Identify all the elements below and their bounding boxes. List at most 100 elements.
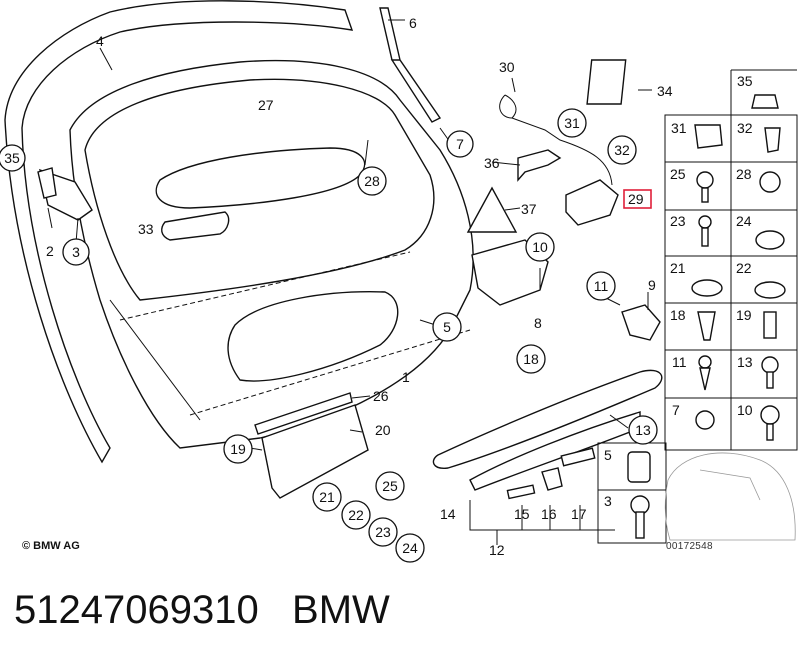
svg-text:24: 24 xyxy=(402,540,418,556)
grid-labels: 35 31 32 25 28 23 24 21 22 18 19 11 13 7… xyxy=(604,73,753,509)
callout-21: 21 xyxy=(312,482,342,512)
callout-31: 31 xyxy=(557,108,587,138)
callout-32: 32 xyxy=(607,135,637,165)
clip-16 xyxy=(541,467,563,491)
callout-27: 27 xyxy=(258,97,274,113)
handle-strip xyxy=(432,369,663,469)
bracket-33 xyxy=(161,211,230,241)
svg-text:2: 2 xyxy=(46,243,54,259)
callout-19: 19 xyxy=(223,434,253,464)
svg-text:37: 37 xyxy=(521,201,537,217)
plate-strip xyxy=(254,392,353,435)
svg-text:10: 10 xyxy=(532,239,548,255)
plate-recess xyxy=(227,291,399,382)
svg-text:23: 23 xyxy=(670,213,686,229)
svg-text:18: 18 xyxy=(670,307,686,323)
module-29 xyxy=(565,179,619,226)
parts-diagram: 35 3 33 27 28 7 31 32 10 11 5 18 13 19 2… xyxy=(0,0,798,563)
svg-text:25: 25 xyxy=(382,478,398,494)
gas-strut xyxy=(379,7,442,123)
hinge-screw xyxy=(37,167,57,199)
svg-text:22: 22 xyxy=(348,507,364,523)
svg-text:5: 5 xyxy=(604,447,612,463)
warning-triangle-37 xyxy=(466,186,518,233)
car-silhouette xyxy=(664,452,796,541)
svg-text:4: 4 xyxy=(96,33,104,49)
callouts: 35 3 33 27 28 7 31 32 10 11 5 18 13 19 2… xyxy=(0,97,658,563)
svg-text:8: 8 xyxy=(534,315,542,331)
copyright-notice: © BMW AG xyxy=(22,540,80,552)
callout-22: 22 xyxy=(341,500,371,530)
callout-35: 35 xyxy=(0,144,26,172)
svg-text:36: 36 xyxy=(484,155,500,171)
svg-text:13: 13 xyxy=(635,422,651,438)
svg-text:31: 31 xyxy=(564,115,580,131)
callout-24: 24 xyxy=(395,533,425,563)
callout-11: 11 xyxy=(586,271,616,301)
svg-text:25: 25 xyxy=(670,166,686,182)
callout-23: 23 xyxy=(368,517,398,547)
bracket-36 xyxy=(517,149,562,182)
plate-holder xyxy=(261,404,369,499)
svg-text:20: 20 xyxy=(375,422,391,438)
svg-text:11: 11 xyxy=(594,278,609,294)
callout-33: 33 xyxy=(138,221,154,237)
svg-text:5: 5 xyxy=(443,319,451,335)
svg-text:24: 24 xyxy=(736,213,752,229)
svg-text:19: 19 xyxy=(230,441,246,457)
svg-text:27: 27 xyxy=(258,97,274,113)
tailgate-seal xyxy=(4,0,354,464)
svg-text:3: 3 xyxy=(72,244,80,260)
svg-text:31: 31 xyxy=(671,120,687,136)
svg-text:21: 21 xyxy=(670,260,686,276)
svg-text:26: 26 xyxy=(373,388,389,404)
svg-text:34: 34 xyxy=(657,83,673,99)
label-sticker-34 xyxy=(586,59,627,105)
svg-text:32: 32 xyxy=(737,120,753,136)
lower-beam xyxy=(119,251,471,416)
callout-7: 7 xyxy=(446,130,474,158)
svg-text:29: 29 xyxy=(628,191,644,207)
svg-text:10: 10 xyxy=(737,402,753,418)
svg-text:23: 23 xyxy=(375,524,391,540)
svg-text:35: 35 xyxy=(4,150,20,166)
callout-5: 5 xyxy=(432,312,462,342)
svg-text:18: 18 xyxy=(523,351,539,367)
svg-text:1: 1 xyxy=(402,369,410,385)
svg-text:3: 3 xyxy=(604,493,612,509)
hatch-decor xyxy=(109,299,201,421)
svg-text:14: 14 xyxy=(440,506,456,522)
svg-text:28: 28 xyxy=(736,166,752,182)
svg-text:35: 35 xyxy=(737,73,753,89)
callout-28: 28 xyxy=(357,166,387,196)
svg-text:12: 12 xyxy=(489,542,505,558)
callout-10: 10 xyxy=(525,232,555,262)
callout-18: 18 xyxy=(516,344,546,374)
callout-13: 13 xyxy=(628,415,658,445)
callout-3: 3 xyxy=(62,238,90,266)
bracket-9 xyxy=(621,304,661,341)
svg-text:28: 28 xyxy=(364,173,380,189)
highlighted-part-29: 29 xyxy=(623,189,652,209)
leader-lines xyxy=(47,19,652,545)
svg-text:16: 16 xyxy=(541,506,557,522)
svg-text:21: 21 xyxy=(319,489,335,505)
svg-text:32: 32 xyxy=(614,142,630,158)
clip-17 xyxy=(560,447,596,467)
svg-text:9: 9 xyxy=(648,277,656,293)
part-number-caption: 51247069310 BMW xyxy=(14,588,390,632)
svg-text:7: 7 xyxy=(456,136,464,152)
callout-25: 25 xyxy=(375,471,405,501)
svg-text:7: 7 xyxy=(672,402,680,418)
clip-15 xyxy=(506,484,536,500)
svg-text:22: 22 xyxy=(736,260,752,276)
svg-text:6: 6 xyxy=(409,15,417,31)
labels: 4 6 30 34 36 37 2 8 9 1 26 20 14 15 16 1… xyxy=(46,15,673,558)
svg-text:19: 19 xyxy=(736,307,752,323)
parts-grid xyxy=(597,69,798,544)
svg-text:15: 15 xyxy=(514,506,530,522)
drawing-reference: 00172548 xyxy=(666,541,713,552)
svg-text:11: 11 xyxy=(672,354,687,370)
release-cable xyxy=(499,94,613,186)
svg-text:13: 13 xyxy=(737,354,753,370)
